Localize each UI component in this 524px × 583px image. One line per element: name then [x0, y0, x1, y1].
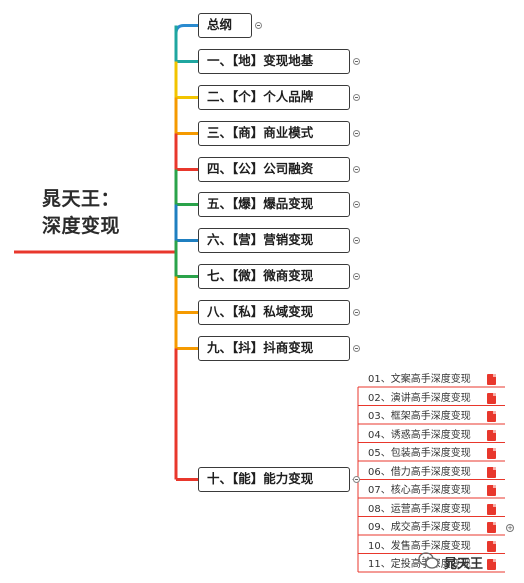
leaf-item[interactable]: 11、定投高手深度变现: [368, 559, 471, 570]
branch-node[interactable]: 总纲: [198, 13, 252, 38]
pdf-attachment-icon[interactable]: [487, 429, 496, 441]
pdf-attachment-icon[interactable]: [487, 559, 496, 570]
leaf-item[interactable]: 10、发售高手深度变现: [368, 540, 471, 552]
leaf-item[interactable]: 04、诱惑高手深度变现: [368, 429, 471, 441]
branch-connector: [174, 24, 198, 34]
branch-node[interactable]: 五、【爆】爆品变现: [198, 192, 350, 217]
pdf-attachment-icon[interactable]: [487, 540, 496, 552]
leaf-item[interactable]: 09、成交高手深度变现: [368, 522, 471, 533]
pdf-attachment-icon[interactable]: [487, 485, 496, 496]
collapse-toggle-icon[interactable]: [353, 166, 360, 173]
root-topic[interactable]: 晁天王： 深度变现: [42, 186, 162, 240]
collapse-toggle-icon[interactable]: [353, 273, 360, 280]
leaf-item[interactable]: 05、包装高手深度变现: [368, 448, 471, 459]
leaf-item[interactable]: 03、框架高手深度变现: [368, 411, 471, 422]
leaf-item[interactable]: 08、运营高手深度变现: [368, 503, 471, 515]
collapse-toggle-icon[interactable]: [353, 476, 360, 483]
pdf-attachment-icon[interactable]: [487, 448, 496, 459]
collapse-toggle-icon[interactable]: [353, 201, 360, 208]
branch-node[interactable]: 四、【公】公司融资: [198, 157, 350, 182]
branch-node[interactable]: 七、【微】微商变现: [198, 264, 350, 289]
branch-node[interactable]: 八、【私】私域变现: [198, 300, 350, 325]
collapse-toggle-icon[interactable]: [353, 345, 360, 352]
collapse-toggle-icon[interactable]: [353, 94, 360, 101]
root-topic-line2: 深度变现: [42, 215, 121, 237]
branch-node[interactable]: 十、【能】能力变现: [198, 467, 350, 492]
collapse-toggle-icon[interactable]: [353, 309, 360, 316]
pdf-attachment-icon[interactable]: [487, 374, 496, 385]
leaf-item[interactable]: 06、借力高手深度变现: [368, 466, 471, 478]
pdf-attachment-icon[interactable]: [487, 466, 496, 478]
leaf-item[interactable]: 02、演讲高手深度变现: [368, 392, 471, 404]
collapse-toggle-icon[interactable]: [255, 22, 262, 29]
branch-node[interactable]: 六、【营】营销变现: [198, 228, 350, 253]
branch-node[interactable]: 二、【个】个人品牌: [198, 85, 350, 110]
expand-icon[interactable]: +: [506, 524, 514, 532]
leaf-item[interactable]: 07、核心高手深度变现: [368, 485, 471, 496]
root-topic-line1: 晁天王：: [42, 188, 121, 210]
wechat-logo-icon: [418, 552, 439, 569]
collapse-toggle-icon[interactable]: [353, 58, 360, 65]
watermark-text: 晁天王: [444, 557, 484, 572]
branch-node[interactable]: 一、【地】变现地基: [198, 49, 350, 74]
collapse-toggle-icon[interactable]: [353, 237, 360, 244]
pdf-attachment-icon[interactable]: [487, 522, 496, 533]
pdf-attachment-icon[interactable]: [487, 392, 496, 404]
branch-node[interactable]: 三、【商】商业模式: [198, 121, 350, 146]
collapse-toggle-icon[interactable]: [353, 130, 360, 137]
pdf-attachment-icon[interactable]: [487, 411, 496, 422]
pdf-attachment-icon[interactable]: [487, 503, 496, 515]
leaf-item[interactable]: 01、文案高手深度变现: [368, 374, 471, 385]
branch-node[interactable]: 九、【抖】抖商变现: [198, 336, 350, 361]
